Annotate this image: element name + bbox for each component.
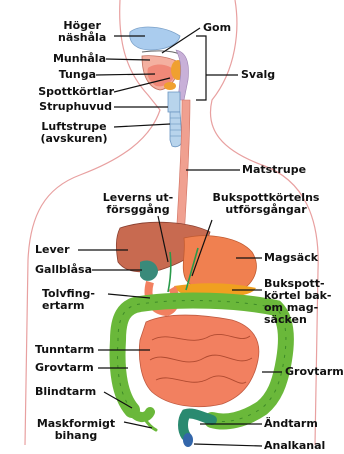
label-blindtarm: Blindtarm (35, 386, 96, 398)
label-leverns-utforsgang: Leverns ut- försggång (88, 192, 188, 216)
label-grovtarm-right: Grovtarm (285, 366, 344, 378)
label-bukspottkortel: Bukspott- körtel bak- om mag- säcken (264, 278, 332, 326)
label-gallblasa: Gallblåsa (35, 264, 92, 276)
label-maskformigt-bihang: Maskformigt bihang (28, 418, 124, 442)
label-svalg: Svalg (241, 69, 275, 81)
label-grovtarm-left: Grovtarm (35, 362, 94, 374)
label-spottkortlar: Spottkörtlar (12, 86, 114, 98)
trachea (170, 112, 182, 147)
anal-canal (183, 433, 193, 447)
body-outline (25, 0, 160, 445)
label-struphuvud: Struphuvud (12, 101, 112, 113)
label-tunntarm: Tunntarm (35, 344, 94, 356)
label-bukspottkortelns-utforsgangar: Bukspottkörtelns utförsgångar (196, 192, 336, 216)
label-gom: Gom (203, 22, 231, 34)
label-lever: Lever (35, 244, 70, 256)
label-luftstrupe: Luftstrupe (avskuren) (34, 121, 114, 145)
larynx (168, 92, 180, 112)
cecum (132, 410, 150, 417)
label-tolvfingertarm: Tolvfing- ertarm (42, 288, 95, 312)
label-tunga: Tunga (48, 69, 96, 81)
label-magsack: Magsäck (264, 252, 318, 264)
label-analkanal: Analkanal (264, 440, 325, 452)
label-andtarm: Ändtarm (264, 418, 318, 430)
label-munhala: Munhåla (48, 53, 106, 65)
label-hoger-nashala: Höger näshåla (58, 20, 106, 44)
label-matstrupe: Matstrupe (242, 164, 306, 176)
salivary-gland (164, 82, 176, 90)
svalg-bracket (196, 36, 206, 100)
